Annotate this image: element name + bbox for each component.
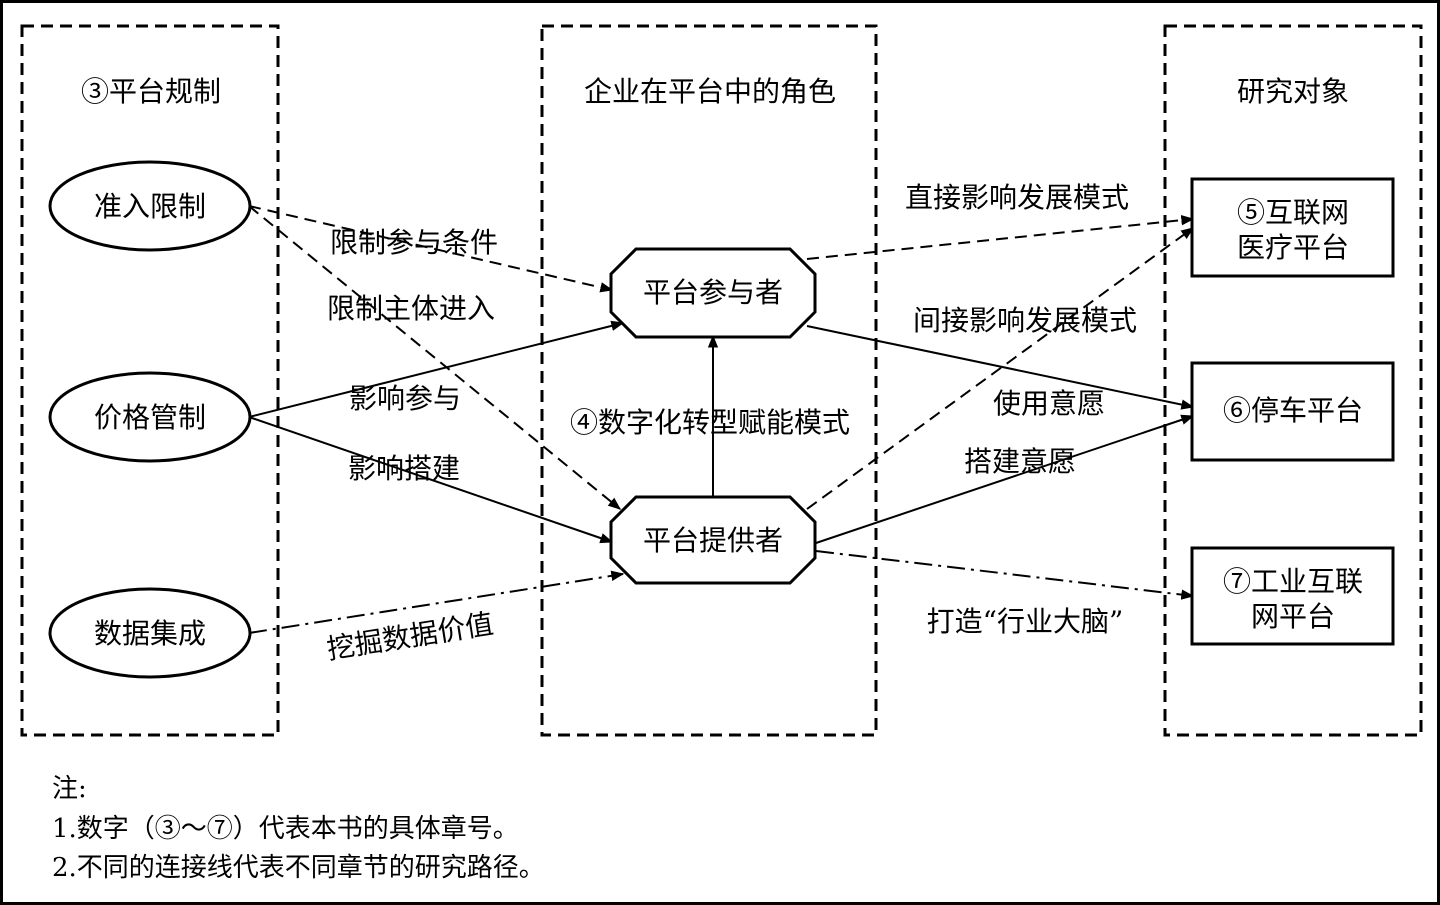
- edge-label-restrict-entry: 限制主体进入: [327, 292, 495, 325]
- edge-label-indirect-impact: 间接影响发展模式: [913, 304, 1137, 337]
- parking-platform-node: [1190, 361, 1395, 462]
- platform-participant-label: 平台参与者: [643, 276, 783, 309]
- medical-platform-node: [1190, 177, 1395, 278]
- data-integration-node: [48, 587, 252, 679]
- edge-provider-to-parking: [815, 414, 1195, 544]
- platform-provider-node: [609, 495, 817, 585]
- edge-participant-to-medical: [806, 215, 1195, 260]
- medical-platform-label-line2: 医疗平台: [1237, 231, 1349, 264]
- platform-participant-node: [609, 247, 817, 339]
- notes-title: 注:: [52, 774, 87, 804]
- industrial-platform-node: [1190, 546, 1395, 646]
- notes-line-1: 1.数字（③～⑦）代表本书的具体章号。: [52, 814, 519, 844]
- access-restriction-label: 准入限制: [94, 190, 206, 223]
- edge-label-build-intention: 搭建意愿: [964, 445, 1076, 478]
- edge-price-to-participant: [248, 320, 625, 418]
- edge-label-affect-participation: 影响参与: [349, 382, 461, 415]
- medical-platform-label-line1: ⑤互联网: [1237, 196, 1349, 229]
- edge-access-to-participant: [248, 205, 614, 293]
- edge-label-direct-impact: 直接影响发展模式: [905, 181, 1129, 214]
- edge-label-industry-brain: 打造“行业大脑”: [927, 605, 1124, 638]
- price-control-label: 价格管制: [94, 401, 206, 434]
- object-column: [1163, 24, 1423, 737]
- platform-provider-label: 平台提供者: [643, 524, 783, 557]
- edge-data-to-provider: [248, 570, 625, 634]
- parking-platform-label: ⑥停车平台: [1223, 394, 1363, 427]
- edge-provider-to-industrial: [815, 550, 1195, 600]
- role-column: [540, 24, 878, 737]
- edge-label-digital-empower: ④数字化转型赋能模式: [570, 406, 850, 439]
- notes-line-2: 2.不同的连接线代表不同章节的研究路径。: [52, 853, 545, 883]
- edge-price-to-provider: [248, 416, 614, 544]
- edge-label-use-intention: 使用意愿: [993, 387, 1105, 420]
- industrial-platform-label-line1: ⑦工业互联: [1223, 565, 1363, 598]
- edge-label-mine-data-value: 挖掘数据价值: [325, 607, 496, 666]
- industrial-platform-label-line2: 网平台: [1251, 600, 1335, 633]
- edge-label-restrict-conditions: 限制参与条件: [330, 226, 498, 259]
- regulation-column: [20, 24, 280, 737]
- regulation-column-title: ③平台规制: [81, 75, 221, 108]
- data-integration-label: 数据集成: [94, 617, 206, 650]
- edge-provider-to-medical: [806, 227, 1195, 510]
- access-restriction-node: [48, 160, 252, 252]
- edge-participant-to-parking: [806, 325, 1195, 410]
- price-control-node: [48, 371, 252, 463]
- object-column-title: 研究对象: [1237, 75, 1349, 108]
- edges: [248, 205, 1195, 634]
- edge-label-affect-construction: 影响搭建: [348, 452, 460, 485]
- edge-access-to-provider: [248, 205, 622, 510]
- role-column-title: 企业在平台中的角色: [584, 75, 836, 108]
